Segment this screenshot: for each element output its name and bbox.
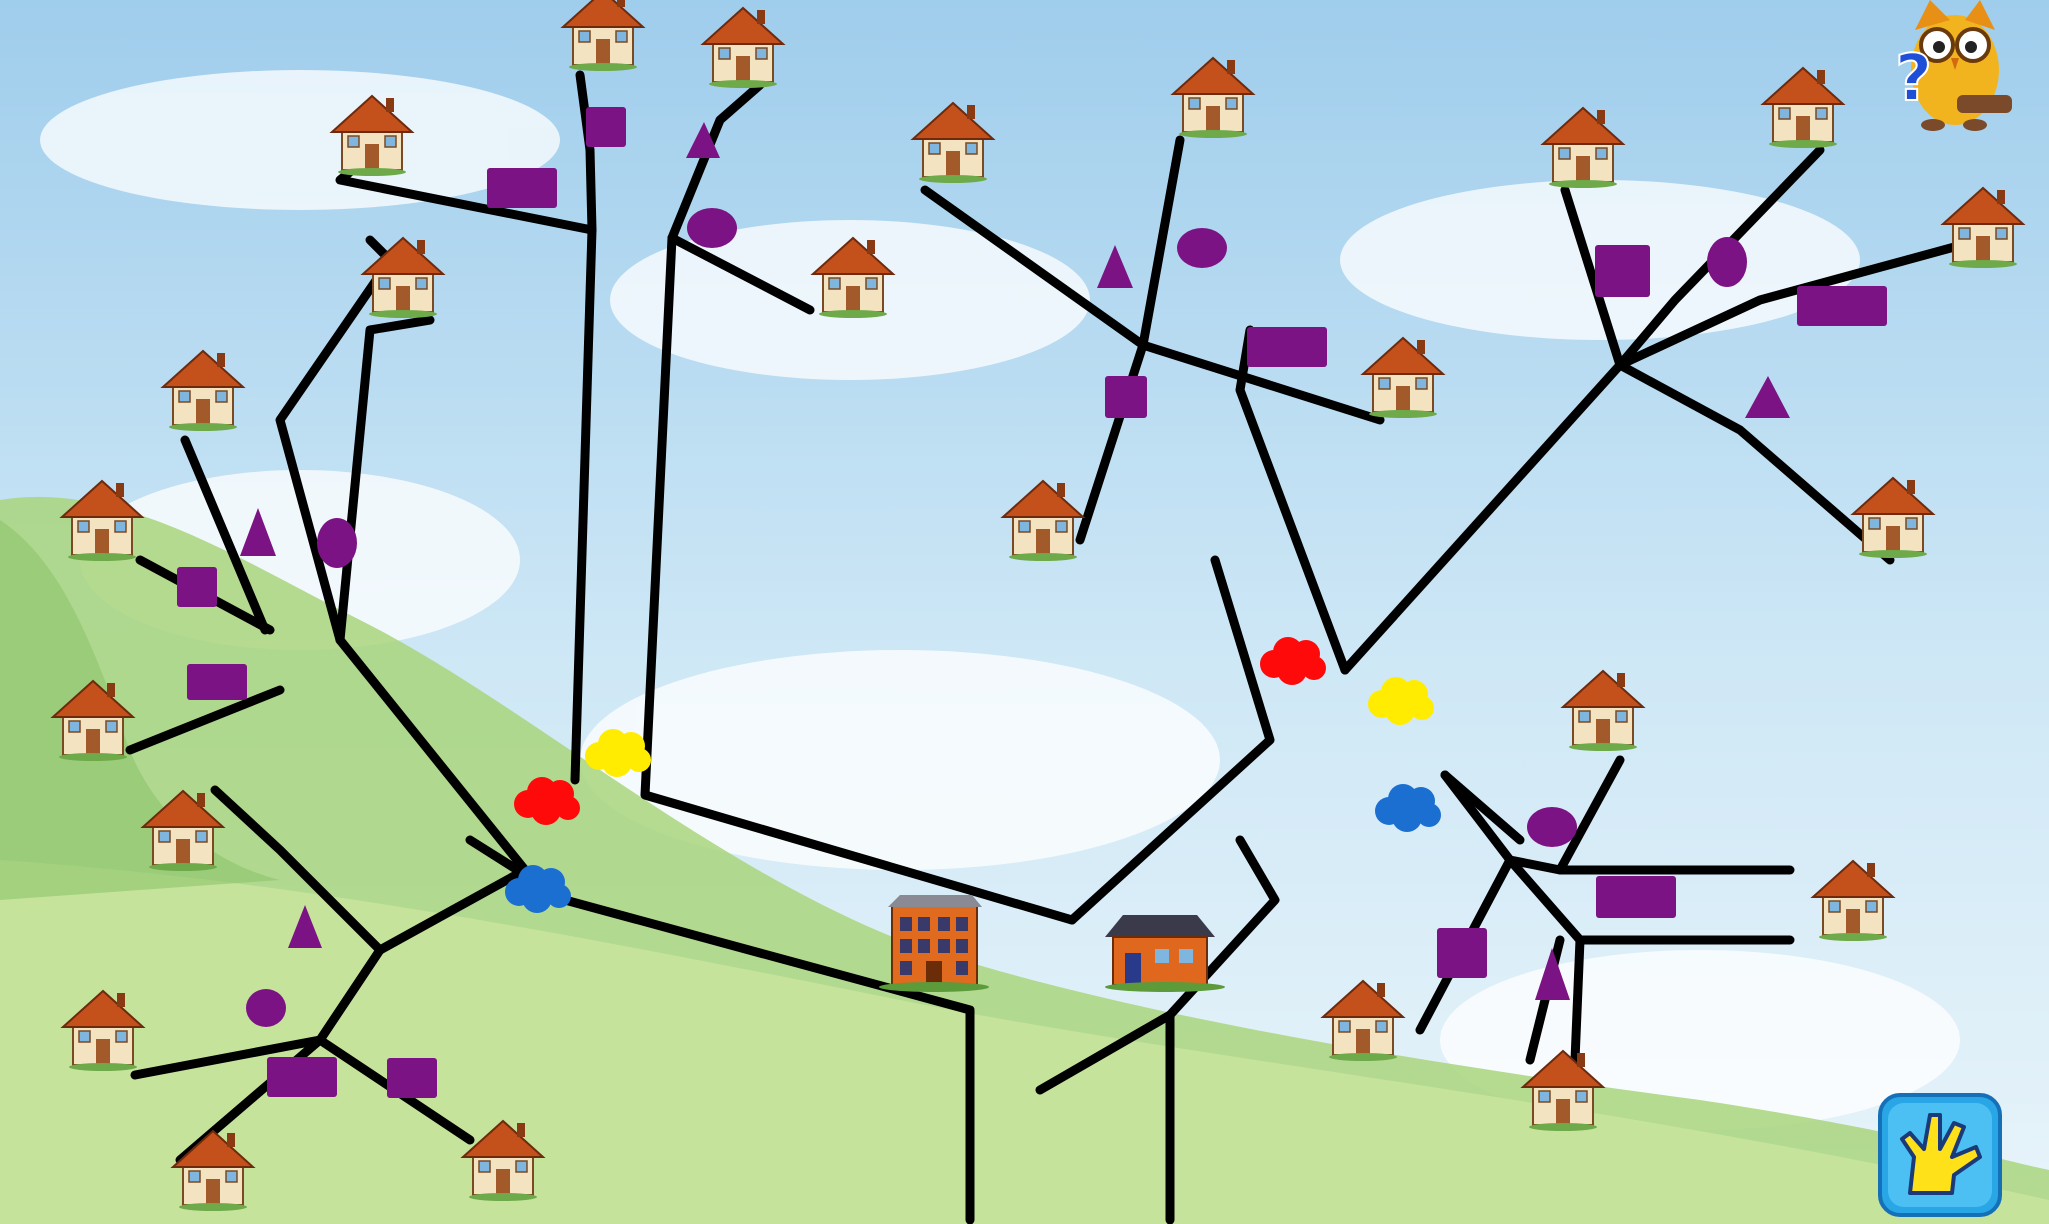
sign-oval xyxy=(317,518,357,568)
sign-rectangle xyxy=(1247,327,1327,367)
sign-oval xyxy=(1527,807,1577,847)
sign-square xyxy=(586,107,626,147)
hint-hand-button[interactable] xyxy=(1880,1095,2000,1215)
sign-rectangle xyxy=(187,664,247,700)
sign-oval xyxy=(1177,228,1227,268)
sign-rectangle xyxy=(1596,876,1676,918)
apartment-building xyxy=(879,895,989,992)
sign-rectangle xyxy=(267,1057,337,1097)
sign-rectangle xyxy=(487,168,557,208)
sign-square xyxy=(1437,928,1487,978)
sign-oval xyxy=(687,208,737,248)
help-question-mark: ? xyxy=(1895,42,1932,116)
sign-oval xyxy=(1707,237,1747,287)
sign-square xyxy=(1595,245,1650,297)
sign-oval xyxy=(246,989,286,1027)
sign-square xyxy=(1105,376,1147,418)
sign-square xyxy=(387,1058,437,1098)
sign-square xyxy=(177,567,217,607)
sign-rectangle xyxy=(1797,286,1887,326)
